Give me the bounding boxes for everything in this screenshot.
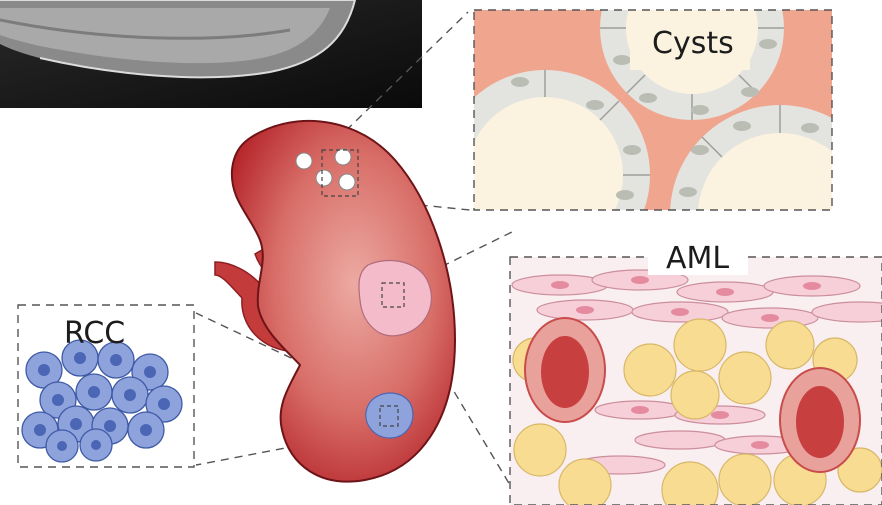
kidney <box>215 121 455 482</box>
kidney-aml-lesion <box>359 260 431 335</box>
rcc-label: RCC <box>64 316 125 351</box>
rcc-inset: RCC <box>18 305 194 467</box>
aml-label: AML <box>666 241 729 276</box>
kidney-rcc-lesion <box>366 393 413 438</box>
aml-inset: AML <box>510 235 882 505</box>
aml-vessel-right <box>780 368 860 472</box>
cysts-label: Cysts <box>652 26 734 61</box>
ct-scan-image <box>0 0 422 108</box>
aml-vessel-left <box>525 318 605 422</box>
